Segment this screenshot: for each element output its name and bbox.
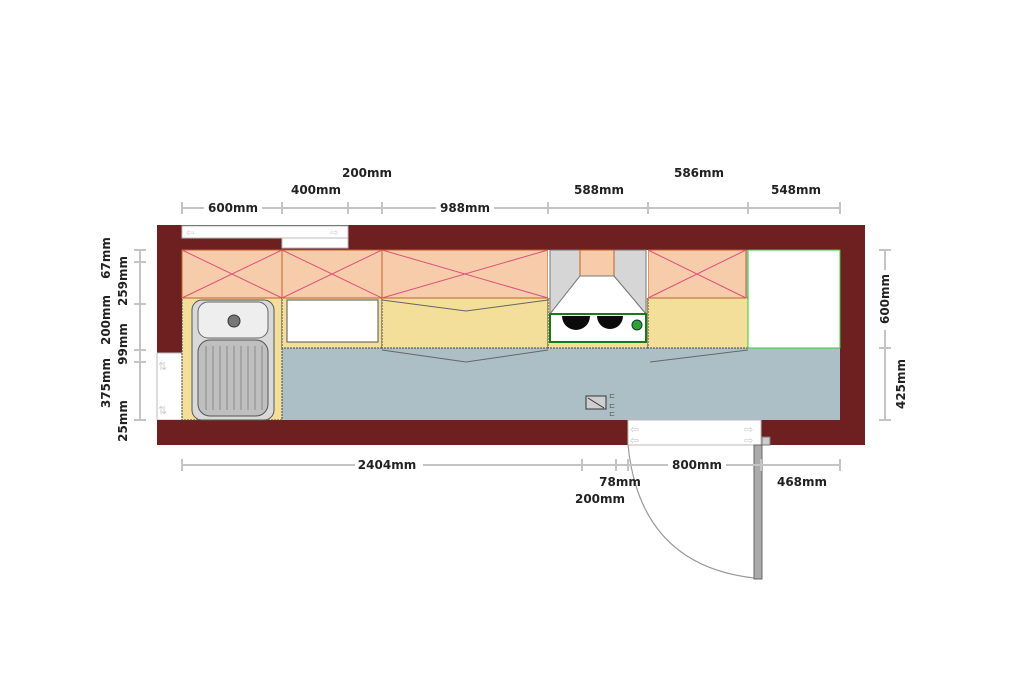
- dim-bottom-200: 200mm: [575, 492, 625, 506]
- door-arrow-left-top: ⇦: [630, 423, 639, 436]
- window-arrow-left: ⇦: [186, 228, 194, 239]
- window-top: ⇦ ⇨: [181, 225, 349, 249]
- drainboard-grooves: [205, 346, 263, 410]
- dim-top-600: 600mm: [208, 201, 258, 215]
- wall-corner: [157, 420, 182, 445]
- door-arrow-right-top: ⇨: [744, 423, 753, 436]
- window-left-arrows: ⇅ ⇅: [158, 360, 167, 417]
- dim-top-988: 988mm: [440, 201, 490, 215]
- socket-mark-3: ⊏: [609, 410, 615, 418]
- base-cabinet-3: [381, 297, 549, 349]
- wall-right: [840, 225, 865, 445]
- dim-right-600: 600mm: [878, 274, 892, 324]
- window-top-sill: [281, 237, 349, 249]
- dim-ticks: [134, 202, 891, 471]
- wall-bottom-right: [761, 420, 865, 445]
- burner-right: [597, 316, 623, 329]
- dim-top-586: 586mm: [674, 166, 724, 180]
- burner-left: [562, 316, 590, 330]
- dim-left-200: 200mm: [99, 295, 113, 345]
- socket-mark-1: ⊏: [609, 392, 615, 400]
- dim-bottom-78: 78mm: [599, 475, 641, 489]
- label-bg: [876, 270, 894, 330]
- wall-cabinet-cross: [381, 249, 549, 299]
- dim-left-25: 25mm: [116, 400, 130, 442]
- dim-top-548: 548mm: [771, 183, 821, 197]
- dim-top-200: 200mm: [342, 166, 392, 180]
- dim-left-99: 99mm: [116, 323, 130, 365]
- label-bg: [340, 165, 396, 181]
- dim-left-375: 375mm: [99, 358, 113, 408]
- hood-chimney: [579, 249, 615, 277]
- window-top-frame: [181, 225, 349, 239]
- door-arc-3: [381, 349, 549, 363]
- dim-top-400: 400mm: [291, 183, 341, 197]
- window-arrow-right: ⇨: [330, 228, 338, 239]
- sink-drain: [227, 314, 241, 328]
- wall-cabinet-cross: [181, 249, 283, 299]
- wall-cabinets: [181, 249, 747, 299]
- wall-cabinet-cross: [281, 249, 383, 299]
- label-bg: [204, 200, 262, 216]
- window-left-arrow-bottom: ⇅: [158, 404, 167, 417]
- door-hinge: [761, 436, 771, 446]
- door-arc-3-top: [381, 299, 549, 312]
- window-left-arrow-top: ⇅: [158, 360, 167, 373]
- dim-left-259: 259mm: [116, 256, 130, 306]
- dim-left-67: 67mm: [99, 237, 113, 279]
- appliance-white: [747, 249, 841, 349]
- door-swing-arc: [627, 444, 755, 579]
- dim-bottom-2404: 2404mm: [358, 458, 416, 472]
- label-bg: [668, 457, 726, 473]
- socket-line: [587, 397, 605, 409]
- dimension-lines: [134, 202, 891, 471]
- wall-cabinet-cross: [647, 249, 747, 299]
- dimension-labels: 200mm 586mm 400mm 588mm 548mm 600mm 988m…: [99, 165, 911, 506]
- door-swing-icon: ⇦ ⇦ ⇨ ⇨: [627, 419, 771, 580]
- dim-right-425: 425mm: [894, 359, 908, 409]
- door-arrow-right-bottom: ⇨: [744, 434, 753, 447]
- door-arrow-left-bottom: ⇦: [630, 434, 639, 447]
- cooktop-icon: [549, 313, 647, 343]
- wall-bottom-left: [157, 420, 628, 445]
- label-bg: [436, 200, 494, 216]
- sink-icon: [191, 299, 275, 421]
- range-hood-icon: [548, 249, 648, 316]
- dim-bottom-468: 468mm: [777, 475, 827, 489]
- cooktop-knob: [631, 319, 643, 331]
- walls: [156, 225, 865, 445]
- label-bg: [355, 457, 423, 473]
- base-cabinet-5: [647, 297, 749, 349]
- door-leaf: [753, 444, 763, 580]
- sink-drainboard: [197, 339, 269, 417]
- dim-top-588: 588mm: [574, 183, 624, 197]
- wall-left-upper: [157, 225, 182, 353]
- door-opening: [627, 419, 762, 446]
- label-bg: [893, 352, 911, 412]
- door-arc-5: [649, 349, 749, 363]
- socket-mark-2: ⊏: [609, 402, 615, 410]
- dim-bottom-800: 800mm: [672, 458, 722, 472]
- socket-icon: ⊏ ⊏ ⊏: [585, 392, 615, 418]
- drawer-white: [286, 299, 379, 343]
